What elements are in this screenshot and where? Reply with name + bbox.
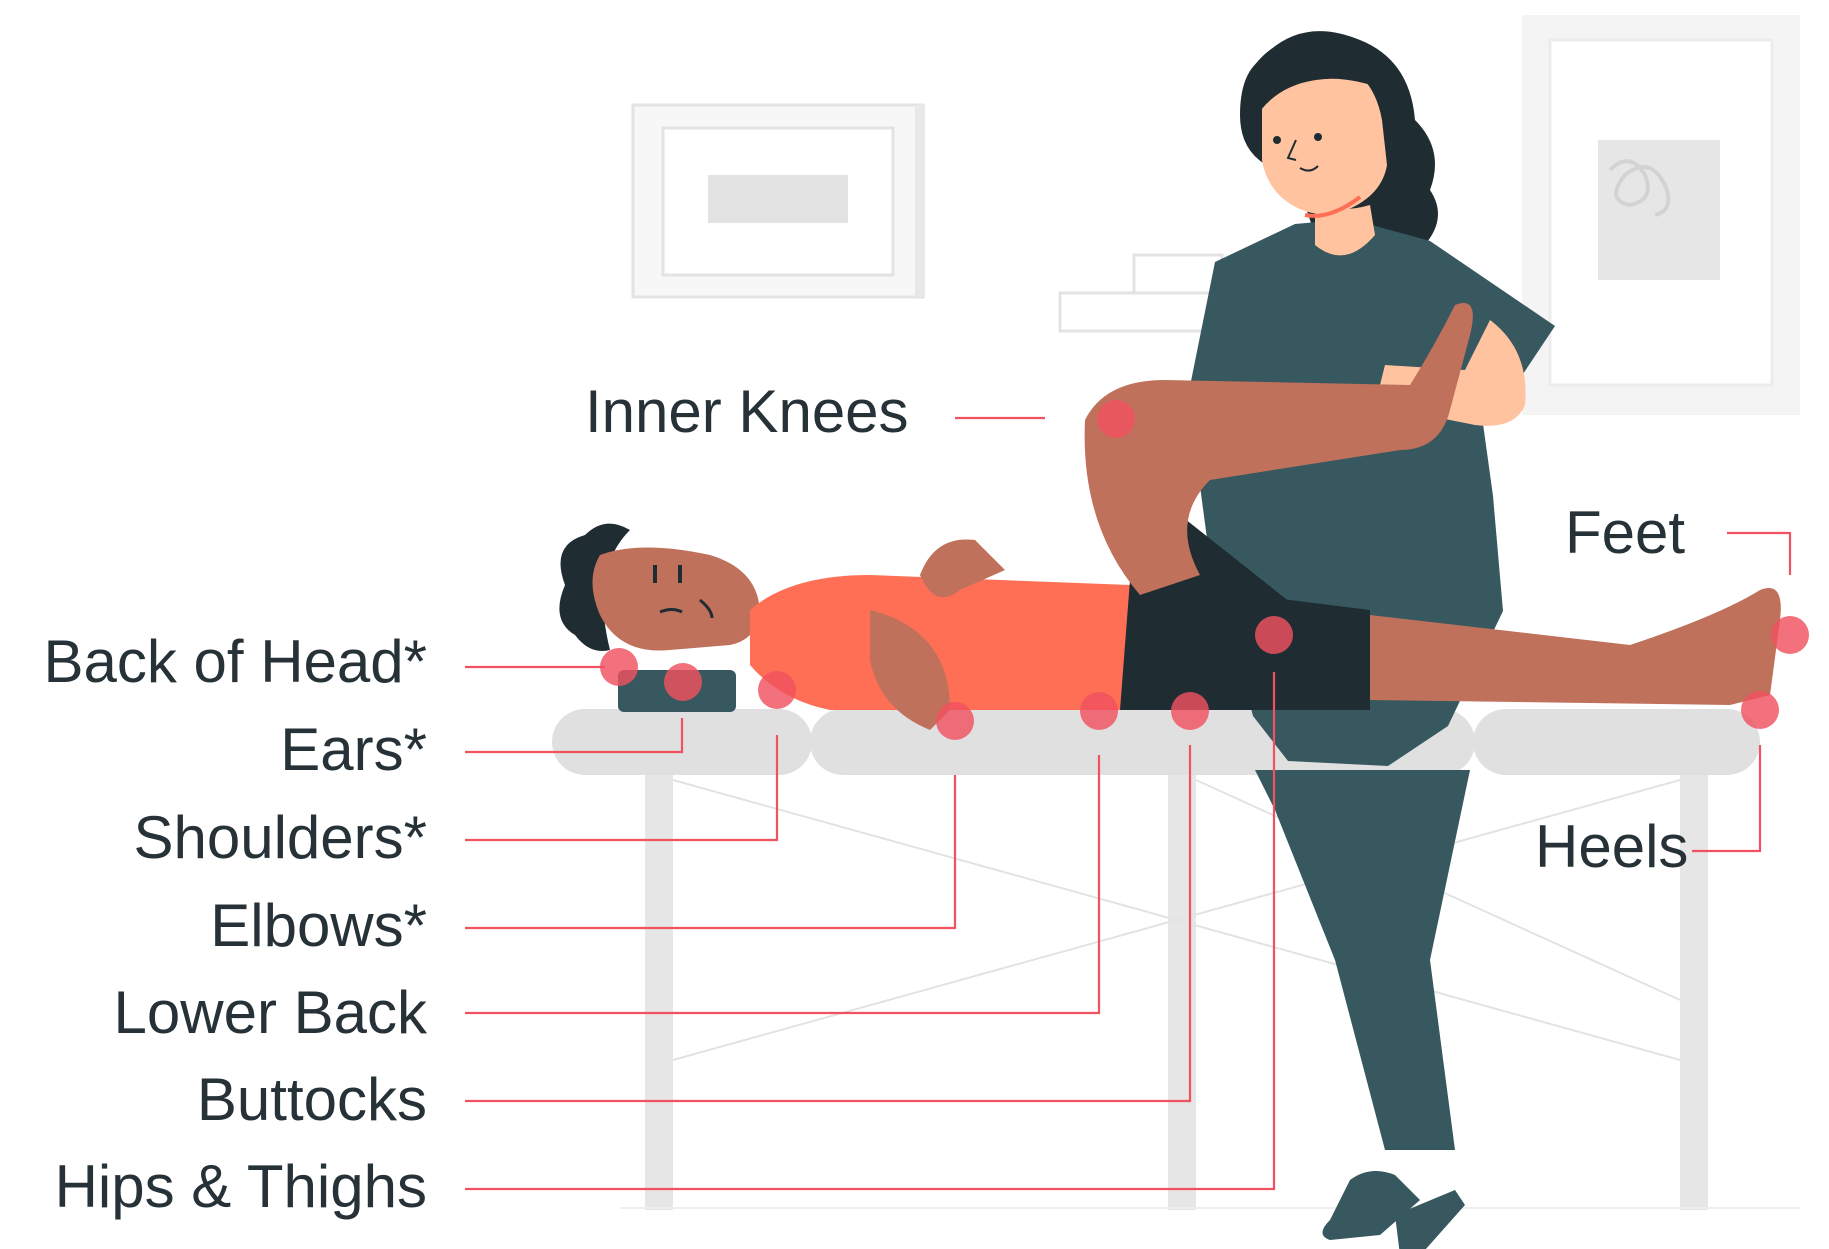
pressure-dot-heels [1741, 691, 1779, 729]
label-shoulders: Shoulders* [133, 808, 427, 868]
wall-picture-frame-right [1522, 15, 1800, 415]
pressure-dot-shoulders [758, 671, 796, 709]
pressure-dot-buttocks [1171, 692, 1209, 730]
leader-line-feet [1727, 533, 1790, 575]
pressure-dot-back-of-head [600, 648, 638, 686]
label-hips-thighs: Hips & Thighs [55, 1157, 427, 1217]
label-inner-knees: Inner Knees [585, 382, 909, 442]
pressure-dot-feet [1771, 616, 1809, 654]
pressure-dot-ears [664, 663, 702, 701]
wall-picture-frame-left [633, 105, 925, 297]
pressure-dot-hips-thighs [1255, 616, 1293, 654]
label-ears: Ears* [280, 720, 427, 780]
massage-table-icon [552, 709, 1800, 1210]
pressure-dot-lower-back [1080, 692, 1118, 730]
label-feet: Feet [1565, 503, 1685, 563]
label-heels: Heels [1535, 817, 1688, 877]
leader-line-elbows [465, 775, 955, 928]
label-elbows: Elbows* [210, 896, 427, 956]
pressure-dot-elbows [936, 702, 974, 740]
label-back-of-head: Back of Head* [43, 632, 427, 692]
leader-line-buttocks [465, 745, 1190, 1101]
pressure-dot-inner-knees [1097, 400, 1135, 438]
label-lower-back: Lower Back [114, 983, 427, 1043]
label-buttocks: Buttocks [197, 1070, 427, 1130]
leader-line-lower-back [465, 755, 1099, 1013]
